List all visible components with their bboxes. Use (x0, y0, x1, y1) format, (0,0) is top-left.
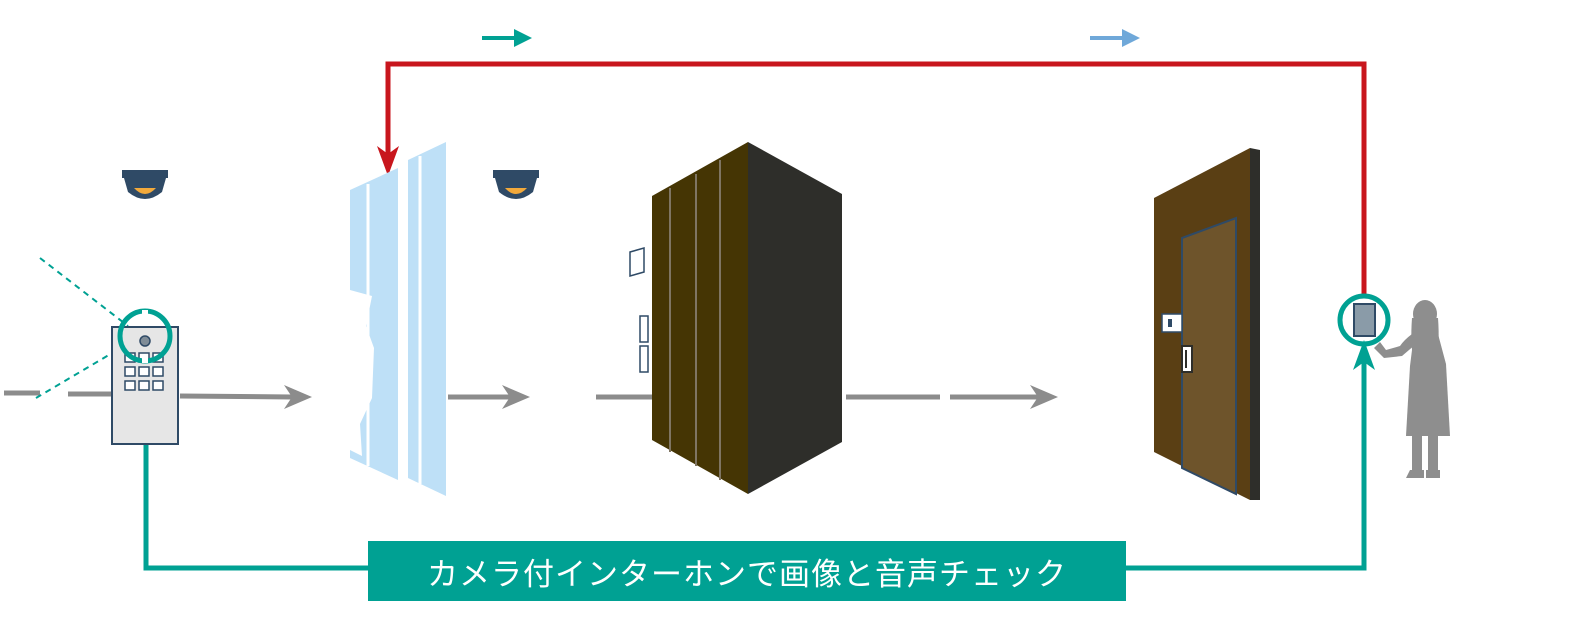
elevator-icon (629, 142, 842, 494)
unlock-signal-path (377, 61, 1367, 298)
teal-arrow-icon (482, 29, 532, 47)
camera-view-lines (35, 257, 129, 399)
apartment-door-icon (1154, 148, 1260, 500)
blue-arrow-icon (1090, 29, 1140, 47)
path-arrowhead (284, 385, 312, 409)
intercom-monitor-icon (1353, 303, 1376, 337)
ring-gap (142, 355, 148, 363)
path-arrowhead (502, 385, 530, 409)
monitor-highlight-ring (1337, 293, 1391, 347)
security-camera-icon (493, 170, 539, 199)
resident-person-icon (1374, 300, 1450, 478)
caption-box (368, 541, 1126, 601)
path-arrowhead (1030, 385, 1058, 409)
caption-text: カメラ付インターホンで画像と音声チェック (427, 556, 1067, 593)
security-camera-icon (122, 170, 168, 199)
ring-gap (142, 310, 148, 318)
auto-door-icon (350, 142, 446, 496)
